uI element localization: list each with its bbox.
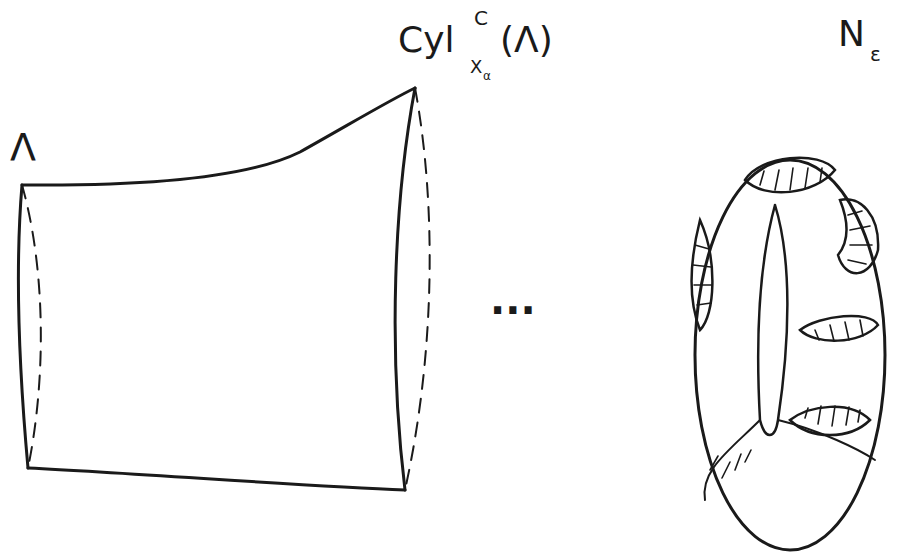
surface-fold <box>704 420 760 500</box>
cylinder-label: Cyl <box>398 22 454 58</box>
hatching <box>710 450 751 478</box>
cylinder-bottom-edge <box>28 468 405 490</box>
boundary-patch <box>800 316 878 341</box>
hatching <box>760 168 822 190</box>
hatching <box>815 320 863 341</box>
boundary-patch <box>692 220 713 330</box>
hatching <box>693 245 712 305</box>
hatching <box>848 211 872 264</box>
cylinder-left-hidden <box>22 185 41 468</box>
subscript: α <box>483 70 491 82</box>
cylinder-label: (Λ) <box>500 22 553 58</box>
surface-hole <box>758 205 787 435</box>
boundary-patch <box>838 199 878 273</box>
cylinder-top-edge <box>22 88 415 185</box>
boundary-patch <box>745 158 835 193</box>
subscript: ε <box>870 44 881 64</box>
cylinder-left-end <box>18 185 28 468</box>
boundary-patch <box>790 407 870 435</box>
subscript: X <box>470 58 482 76</box>
surface-outline <box>695 160 885 550</box>
superscript: C <box>474 8 488 28</box>
cylinder-right-hidden <box>405 88 430 490</box>
surface-label: N <box>838 16 865 52</box>
boundary-label: Λ <box>10 128 36 166</box>
hatching <box>805 406 860 426</box>
ellipsis: ... <box>490 280 536 320</box>
cylinder-right-end <box>395 88 415 490</box>
